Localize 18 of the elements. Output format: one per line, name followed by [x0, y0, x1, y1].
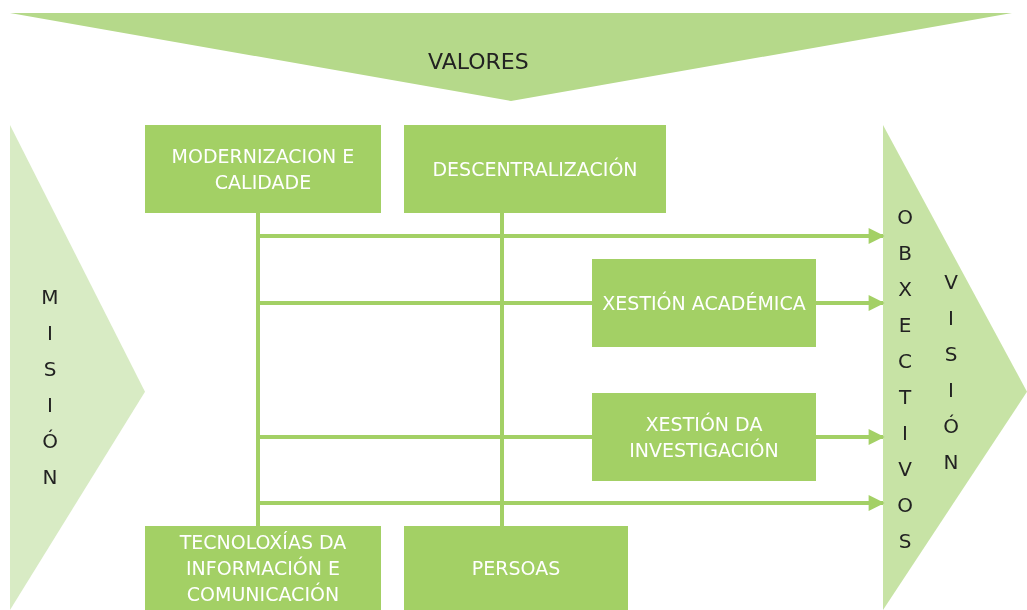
process-box: XESTIÓN ACADÉMICA [592, 259, 816, 347]
arrow [816, 429, 885, 445]
chevron-label: VALORES [428, 49, 529, 74]
process-box: XESTIÓN DA INVESTIGACIÓN [592, 393, 816, 481]
process-box: DESCENTRALIZACIÓN [404, 125, 666, 213]
chevron-label: MISIÓN [38, 285, 62, 501]
process-box: MODERNIZACION E CALIDADE [145, 125, 381, 213]
connector-line [258, 435, 592, 439]
connector-line [256, 213, 260, 526]
connector-line [258, 301, 592, 305]
arrow [258, 495, 885, 511]
arrow [816, 295, 885, 311]
chevron-label: OBXECTIVOS [893, 205, 917, 565]
chevron-label: VISIÓN [939, 270, 963, 486]
connector-line [500, 213, 504, 526]
arrow [258, 228, 885, 244]
process-box: TECNOLOXÍAS DA INFORMACIÓN E COMUNICACIÓN [145, 526, 381, 610]
process-box: PERSOAS [404, 526, 628, 610]
